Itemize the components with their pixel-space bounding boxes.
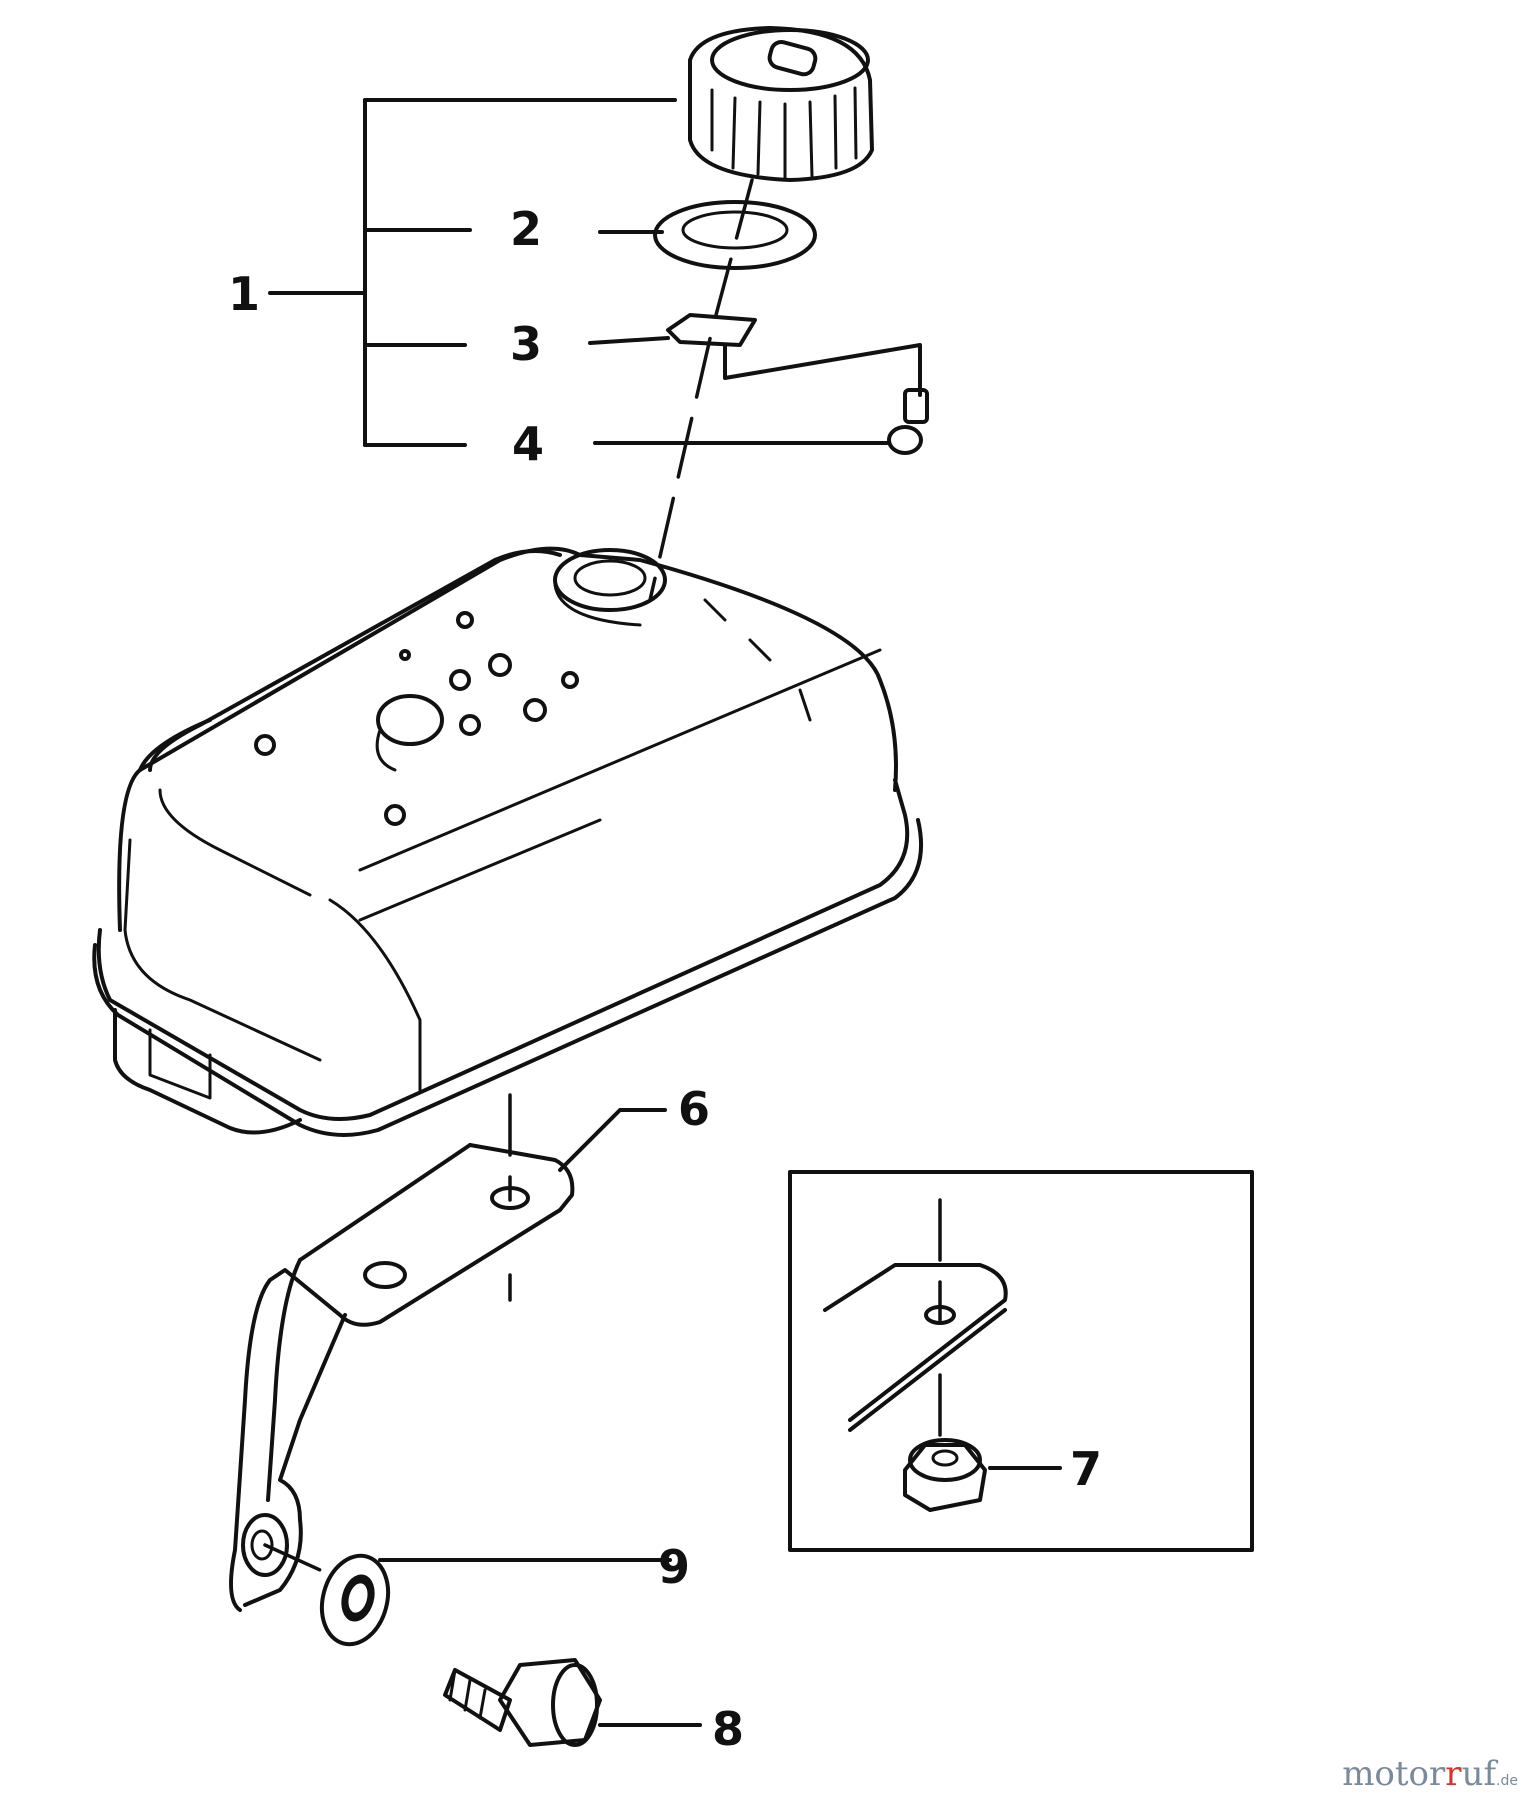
watermark-r: r [1445,1754,1462,1794]
bracket-part-6 [229,1108,667,1612]
inset-detail [788,1170,1254,1552]
watermark-motor: motor [1342,1754,1446,1794]
callout-9: 9 [658,1540,690,1594]
screw-part-4 [593,388,929,455]
washer-part-9 [263,1543,672,1647]
callout-2: 2 [510,202,542,256]
callout-6: 6 [678,1082,710,1136]
strap-part-3 [588,313,922,397]
callout-4: 4 [512,417,544,471]
bolt-part-8 [443,1658,702,1747]
callout-3: 3 [510,317,542,371]
callout-7: 7 [1070,1442,1102,1496]
filler-cap [688,26,874,182]
callout-1-bracket [268,98,677,447]
callout-1: 1 [228,267,260,321]
fuel-tank [92,546,923,1137]
watermark-suffix: .de [1496,1773,1518,1789]
callout-8: 8 [712,1702,744,1756]
gasket-part-2 [598,200,817,270]
watermark-logo: motorruf.de [1342,1754,1518,1794]
watermark-uf: uf [1461,1754,1497,1794]
